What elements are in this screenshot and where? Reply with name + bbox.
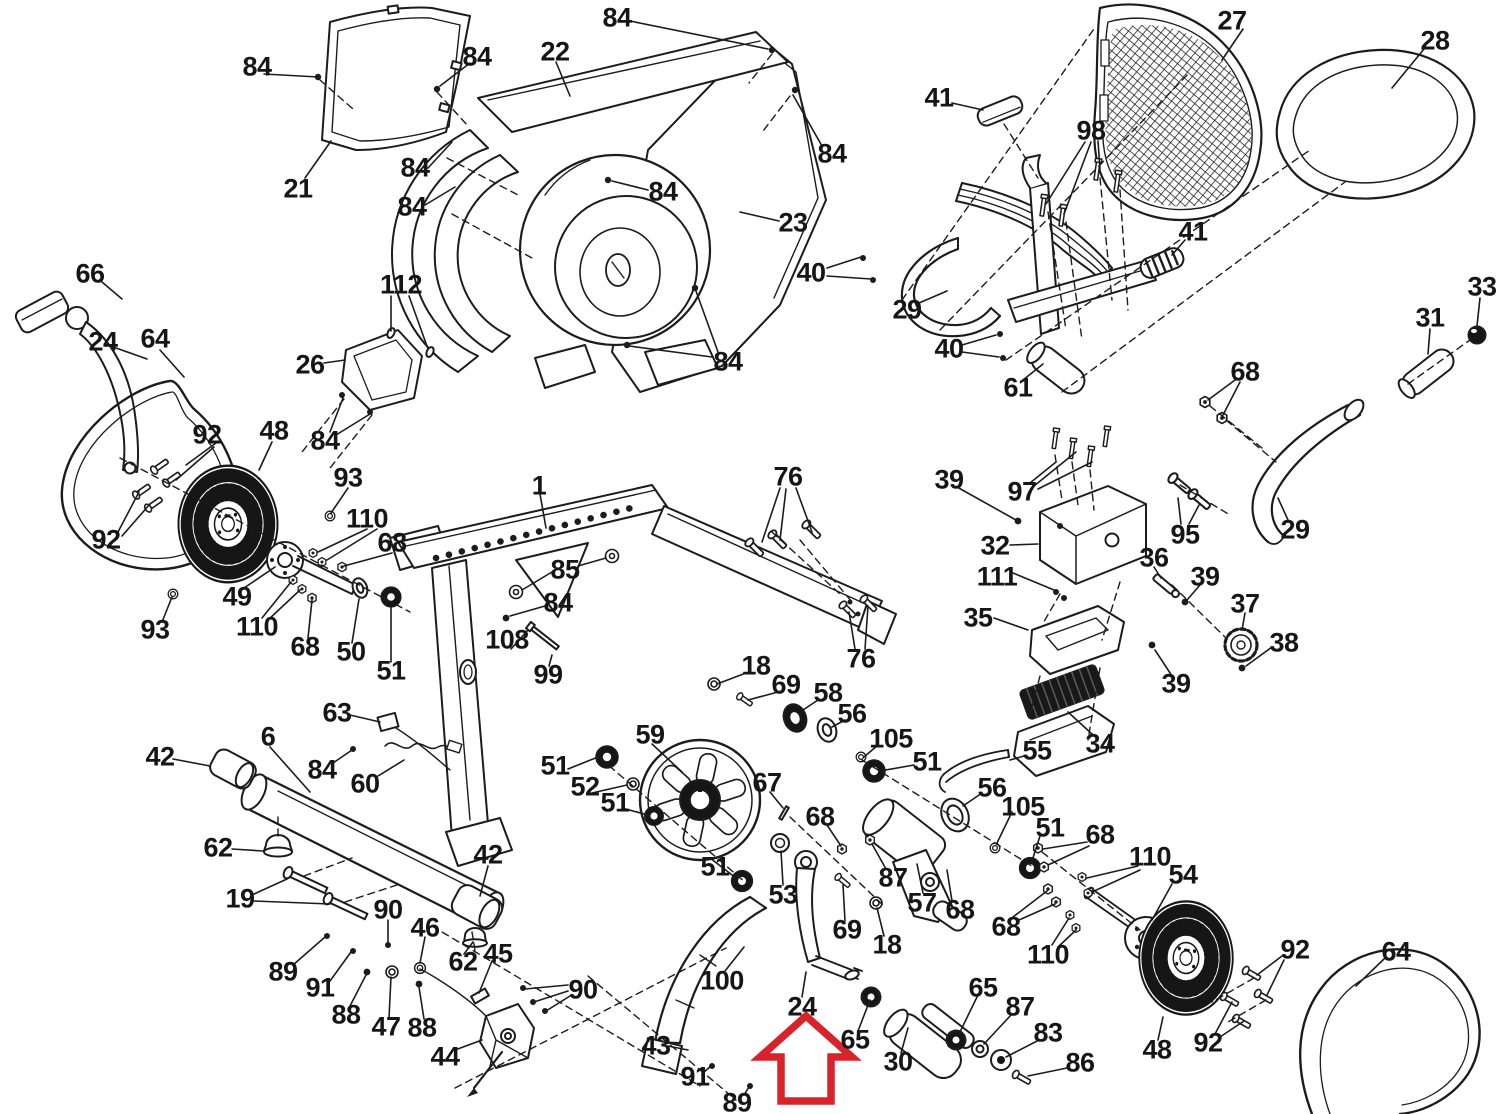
bolt-76 — [765, 527, 790, 552]
pin-108 — [524, 620, 560, 651]
seat-back-27 — [1093, 3, 1263, 222]
bolt-92 — [160, 469, 183, 490]
cap-nut-33 — [1467, 325, 1487, 345]
roller-31 — [1397, 348, 1455, 399]
nut-68 — [1199, 395, 1211, 409]
grip-pad-35 — [1019, 664, 1105, 720]
bolt-19 — [322, 892, 369, 921]
handlebar-loop-29 — [900, 236, 1002, 338]
sensor-bracket-44 — [385, 961, 535, 1097]
bushing-53 — [770, 833, 790, 853]
pin-67 — [778, 805, 790, 821]
end-cap-42 — [450, 884, 504, 930]
wire-60 — [384, 742, 451, 750]
handlebar-29-right — [1165, 325, 1487, 545]
locknut-65 — [860, 986, 882, 1008]
rod-55 — [938, 749, 1010, 793]
washer-93 — [167, 588, 179, 600]
drive-belt-64-right — [1299, 948, 1481, 1114]
nut-87 — [864, 834, 876, 846]
washer-56 — [940, 797, 970, 833]
washer-87 — [971, 1040, 989, 1058]
pin-36 — [1152, 573, 1180, 599]
foot-62 — [462, 927, 488, 948]
plate-34 — [1013, 705, 1115, 777]
roller-58 — [782, 703, 808, 733]
bearing-51 — [1018, 856, 1042, 880]
bearing-51 — [595, 745, 619, 769]
stabilizer-6 — [209, 748, 505, 948]
bearing-51 — [730, 869, 754, 893]
roller-61 — [1026, 341, 1086, 395]
wire-44 — [419, 968, 487, 1017]
nut-110 — [308, 547, 318, 559]
plate-35 — [1029, 605, 1125, 675]
connector-60 — [446, 739, 463, 754]
idler-57 — [862, 749, 1042, 932]
assembly-dashed-lines — [119, 25, 1471, 1101]
seat-28 — [1275, 48, 1476, 200]
pedal-crank-66 — [14, 290, 139, 475]
cap-85 — [508, 584, 524, 600]
shroud-26 — [341, 327, 435, 411]
washer-93 — [324, 510, 336, 522]
crank-arm-24 — [707, 677, 886, 981]
clip-63 — [376, 711, 400, 733]
clip-112 — [386, 327, 396, 339]
fan-housing-23 — [391, 31, 827, 393]
bolt-86 — [1010, 1068, 1033, 1088]
clip-112 — [425, 346, 435, 358]
magnet-45 — [470, 987, 490, 1005]
bearing-50 — [351, 577, 369, 599]
disc-83 — [990, 1049, 1012, 1071]
foot-62 — [263, 834, 293, 858]
washer-56 — [816, 717, 838, 743]
washer-52 — [626, 777, 640, 791]
highlight-arrow — [750, 1010, 862, 1105]
locknut-65 — [945, 1029, 967, 1051]
end-cap-42 — [209, 748, 257, 790]
washer-47 — [385, 965, 399, 979]
bolt-92 — [142, 494, 165, 515]
main-frame-1 — [376, 484, 897, 867]
shield-arc-100 — [641, 895, 768, 1075]
nut-68 — [836, 843, 848, 855]
cap-85 — [604, 548, 620, 564]
nut-68 — [337, 561, 347, 573]
roller-30 — [860, 986, 1033, 1088]
nut-110 — [1065, 909, 1075, 921]
bolt-92 — [1252, 987, 1275, 1007]
bolt-92 — [148, 456, 171, 477]
screw-97 — [1049, 426, 1061, 450]
pulley-59 — [595, 738, 762, 893]
nut-110 — [297, 583, 307, 595]
pad-41 — [1139, 247, 1185, 279]
nut-68 — [1038, 861, 1050, 873]
bolt-92 — [130, 481, 153, 502]
washer-46 — [413, 961, 427, 975]
bearing-51 — [380, 586, 402, 608]
seat-frame-29 — [900, 95, 1185, 468]
drive-belt-64-left — [60, 379, 239, 571]
wire-63 — [395, 727, 451, 771]
shield-panel-21 — [321, 4, 471, 151]
bolt-19 — [282, 866, 329, 895]
leader-lines — [101, 20, 1481, 1096]
knob-37 — [1223, 627, 1259, 663]
nut-110 — [1077, 871, 1087, 883]
pad-41 — [976, 95, 1024, 127]
screw-97 — [1100, 424, 1112, 448]
bolt-95 — [1165, 470, 1194, 497]
seat-slider-32 — [1013, 485, 1259, 777]
